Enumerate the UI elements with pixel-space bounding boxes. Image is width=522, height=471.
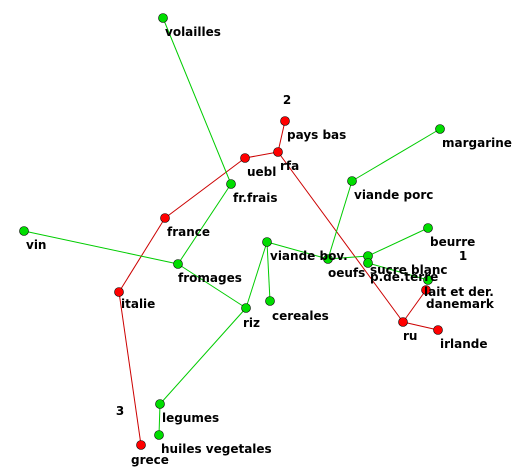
product-label-sucre_blanc: sucre blanc xyxy=(370,263,448,277)
product-node-huiles_vegetales xyxy=(154,430,164,440)
country-edge-ru-irlande xyxy=(402,321,439,331)
product-node-volailles xyxy=(158,13,168,23)
country-edge-italie-grece xyxy=(118,291,142,446)
product-edge-sucre_blanc-beurre xyxy=(367,227,429,257)
product-label-huiles_vegetales: huiles vegetales xyxy=(161,442,272,456)
product-edge-viande_porc-margarine xyxy=(351,128,441,182)
product-edge-oeufs-viande_porc xyxy=(327,180,353,260)
country-label-grece: grece xyxy=(131,453,169,467)
cluster-label-1: 1 xyxy=(459,249,467,263)
product-edge-fromages-riz xyxy=(177,263,247,309)
product-node-cereales xyxy=(265,296,275,306)
country-node-france xyxy=(160,213,170,223)
country-label-france: france xyxy=(167,225,210,239)
country-label-danemark: danemark xyxy=(426,297,495,311)
country-node-italie xyxy=(114,287,124,297)
product-label-riz: riz xyxy=(243,316,260,330)
product-label-p_de_terre: p.de.terre xyxy=(370,270,438,284)
product-label-lait_et_der: lait et der. xyxy=(424,285,494,299)
country-edge-ru-danemark xyxy=(402,289,427,323)
product-node-fromages xyxy=(173,259,183,269)
product-label-legumes: legumes xyxy=(162,411,219,425)
cluster-label-2: 2 xyxy=(283,93,291,107)
country-label-irlande: irlande xyxy=(440,337,488,351)
product-node-oeufs xyxy=(323,254,333,264)
product-label-volailles: volailles xyxy=(165,25,221,39)
product-label-fromages: fromages xyxy=(178,271,242,285)
country-node-grece xyxy=(136,440,146,450)
country-label-italie: italie xyxy=(121,297,155,311)
edges-layer xyxy=(23,17,441,446)
country-node-danemark xyxy=(421,285,431,295)
product-edge-p_de_terre-lait_et_der xyxy=(367,262,429,281)
product-node-riz xyxy=(241,303,251,313)
product-node-lait_et_der xyxy=(423,275,433,285)
country-label-pays_bas: pays bas xyxy=(287,128,346,142)
country-label-ru: ru xyxy=(403,329,417,343)
product-edge-viande_bov-oeufs xyxy=(266,241,329,260)
country-edge-pays_bas-rfa xyxy=(277,120,286,153)
product-node-viande_bov xyxy=(262,237,272,247)
cluster-label-3: 3 xyxy=(116,404,124,418)
country-label-uebl: uebl xyxy=(247,165,276,179)
product-label-vin: vin xyxy=(26,238,46,252)
product-edge-legumes-huiles_vegetales xyxy=(158,403,161,436)
product-node-fr_frais xyxy=(226,179,236,189)
nodes-layer xyxy=(19,13,445,450)
product-node-p_de_terre xyxy=(363,258,373,268)
product-edge-oeufs-sucre_blanc xyxy=(327,255,369,260)
product-label-fr_frais: fr.frais xyxy=(233,191,277,205)
country-node-pays_bas xyxy=(280,116,290,126)
product-node-legumes xyxy=(155,399,165,409)
product-label-viande_bov: viande bov. xyxy=(270,249,348,263)
country-edge-france-italie xyxy=(118,217,166,293)
product-node-margarine xyxy=(435,124,445,134)
product-label-margarine: margarine xyxy=(442,136,512,150)
country-label-rfa: rfa xyxy=(280,159,299,173)
product-edge-fr_frais-fromages xyxy=(177,183,232,265)
country-node-rfa xyxy=(273,147,283,157)
product-label-beurre: beurre xyxy=(430,235,475,249)
product-node-beurre xyxy=(423,223,433,233)
product-edge-volailles-fr_frais xyxy=(162,17,232,185)
product-label-oeufs: oeufs xyxy=(328,266,365,280)
product-edge-vin-fromages xyxy=(23,230,179,265)
country-edge-uebl-france xyxy=(164,157,246,219)
product-label-viande_porc: viande porc xyxy=(354,188,433,202)
country-edge-rfa-ru xyxy=(277,151,404,323)
product-edge-viande_bov-cereales xyxy=(266,241,271,302)
product-node-vin xyxy=(19,226,29,236)
product-label-cereales: cereales xyxy=(272,309,329,323)
product-edge-riz-viande_bov xyxy=(245,241,268,309)
country-node-uebl xyxy=(240,153,250,163)
country-node-irlande xyxy=(433,325,443,335)
country-node-ru xyxy=(398,317,408,327)
country-edge-rfa-uebl xyxy=(244,151,279,159)
product-edge-riz-legumes xyxy=(159,307,247,405)
product-node-viande_porc xyxy=(347,176,357,186)
cluster-labels-layer: 2 1 3 xyxy=(116,93,467,418)
